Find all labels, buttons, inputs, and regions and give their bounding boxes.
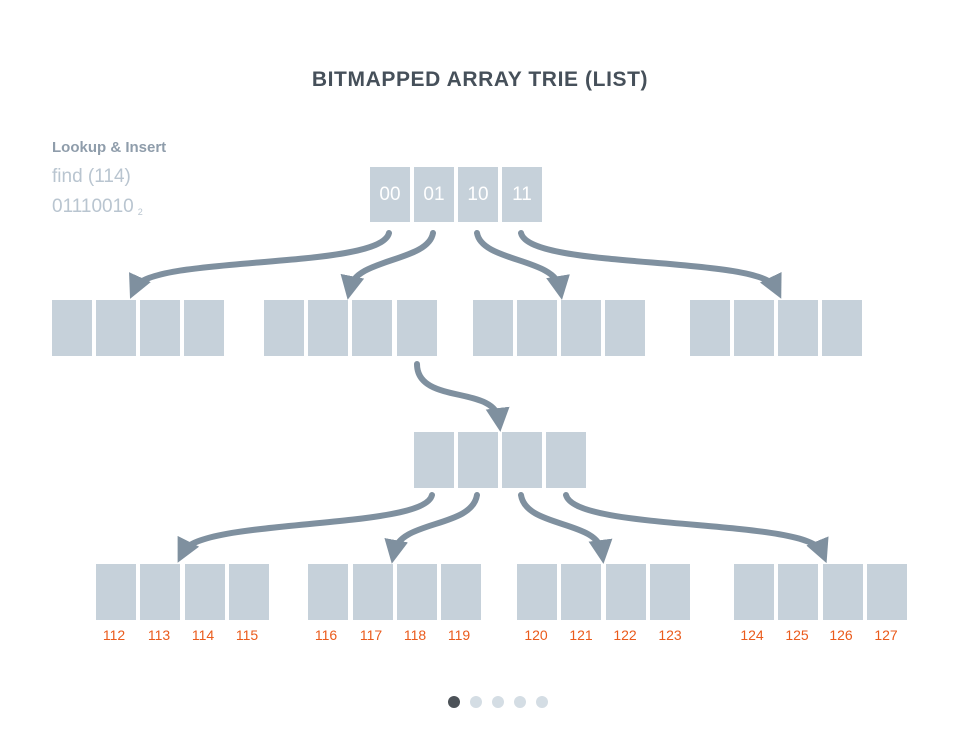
leaf-label: 122 [613,627,637,643]
level1-slot [397,300,437,356]
leaf-label: 112 [102,627,126,643]
leaf-slot [229,564,269,620]
level1-slot [184,300,224,356]
level2-slot [502,432,542,488]
leaf-slot [734,564,774,620]
leaf-label: 117 [359,627,383,643]
root-slot-11: 11 [502,167,542,222]
pager-dot[interactable] [492,696,504,708]
leaf-label: 115 [235,627,259,643]
pager-dot[interactable] [514,696,526,708]
arrow-root-1 [340,230,436,300]
leaf-slot [441,564,481,620]
leaf-label: 123 [658,627,682,643]
leaf-label: 125 [785,627,809,643]
level1-slot [264,300,304,356]
arrow-level2-3 [563,492,829,564]
pager-dot[interactable] [536,696,548,708]
lookup-heading: Lookup & Insert [52,139,167,156]
level1-slot [473,300,513,356]
root-slot-10: 10 [458,167,498,222]
level1-slot [352,300,392,356]
arrow-level2-0 [177,492,435,563]
leaf-slot [650,564,690,620]
level1-slot [52,300,92,356]
level2-slot [546,432,586,488]
level1-slot [778,300,818,356]
leaf-label: 124 [740,627,764,643]
level1-slot [561,300,601,356]
leaf-slot [517,564,557,620]
find-operation: find (114) [52,166,131,187]
level1-slot [308,300,348,356]
leaf-slot [308,564,348,620]
root-slot-00: 00 [370,167,410,222]
leaf-label: 127 [874,627,898,643]
leaf-label: 113 [147,627,171,643]
diagram-title: BITMAPPED ARRAY TRIE (LIST) [311,68,649,91]
level1-slot [517,300,557,356]
arrow-level1-to-level2 [414,361,510,432]
leaf-label: 119 [447,627,471,643]
level2-slot [458,432,498,488]
leaf-label: 121 [569,627,593,643]
pager-dot[interactable] [470,696,482,708]
leaf-label: 118 [403,627,427,643]
binary-base: 2 [137,207,143,217]
level1-slot [822,300,862,356]
leaf-slot [353,564,393,620]
root-slot-01: 01 [414,167,454,222]
leaf-slot [96,564,136,620]
leaf-label: 120 [524,627,548,643]
binary-value: 01110010 [52,196,134,217]
arrow-level2-1 [384,492,480,564]
arrow-root-2 [474,230,570,300]
level1-slot [734,300,774,356]
leaf-slot [397,564,437,620]
leaf-slot [823,564,863,620]
leaf-slot [867,564,907,620]
level1-slot [605,300,645,356]
arrow-level2-2 [518,492,613,564]
arrow-root-0 [129,230,392,299]
arrow-root-3 [518,230,782,299]
leaf-label: 116 [314,627,338,643]
leaf-slot [140,564,180,620]
leaf-slot [606,564,646,620]
leaf-slot [185,564,225,620]
level1-slot [140,300,180,356]
level1-slot [96,300,136,356]
pager-dot[interactable] [448,696,460,708]
level1-slot [690,300,730,356]
leaf-slot [778,564,818,620]
level2-slot [414,432,454,488]
leaf-label: 126 [829,627,853,643]
leaf-label: 114 [191,627,215,643]
leaf-slot [561,564,601,620]
slide-pager [448,696,548,708]
